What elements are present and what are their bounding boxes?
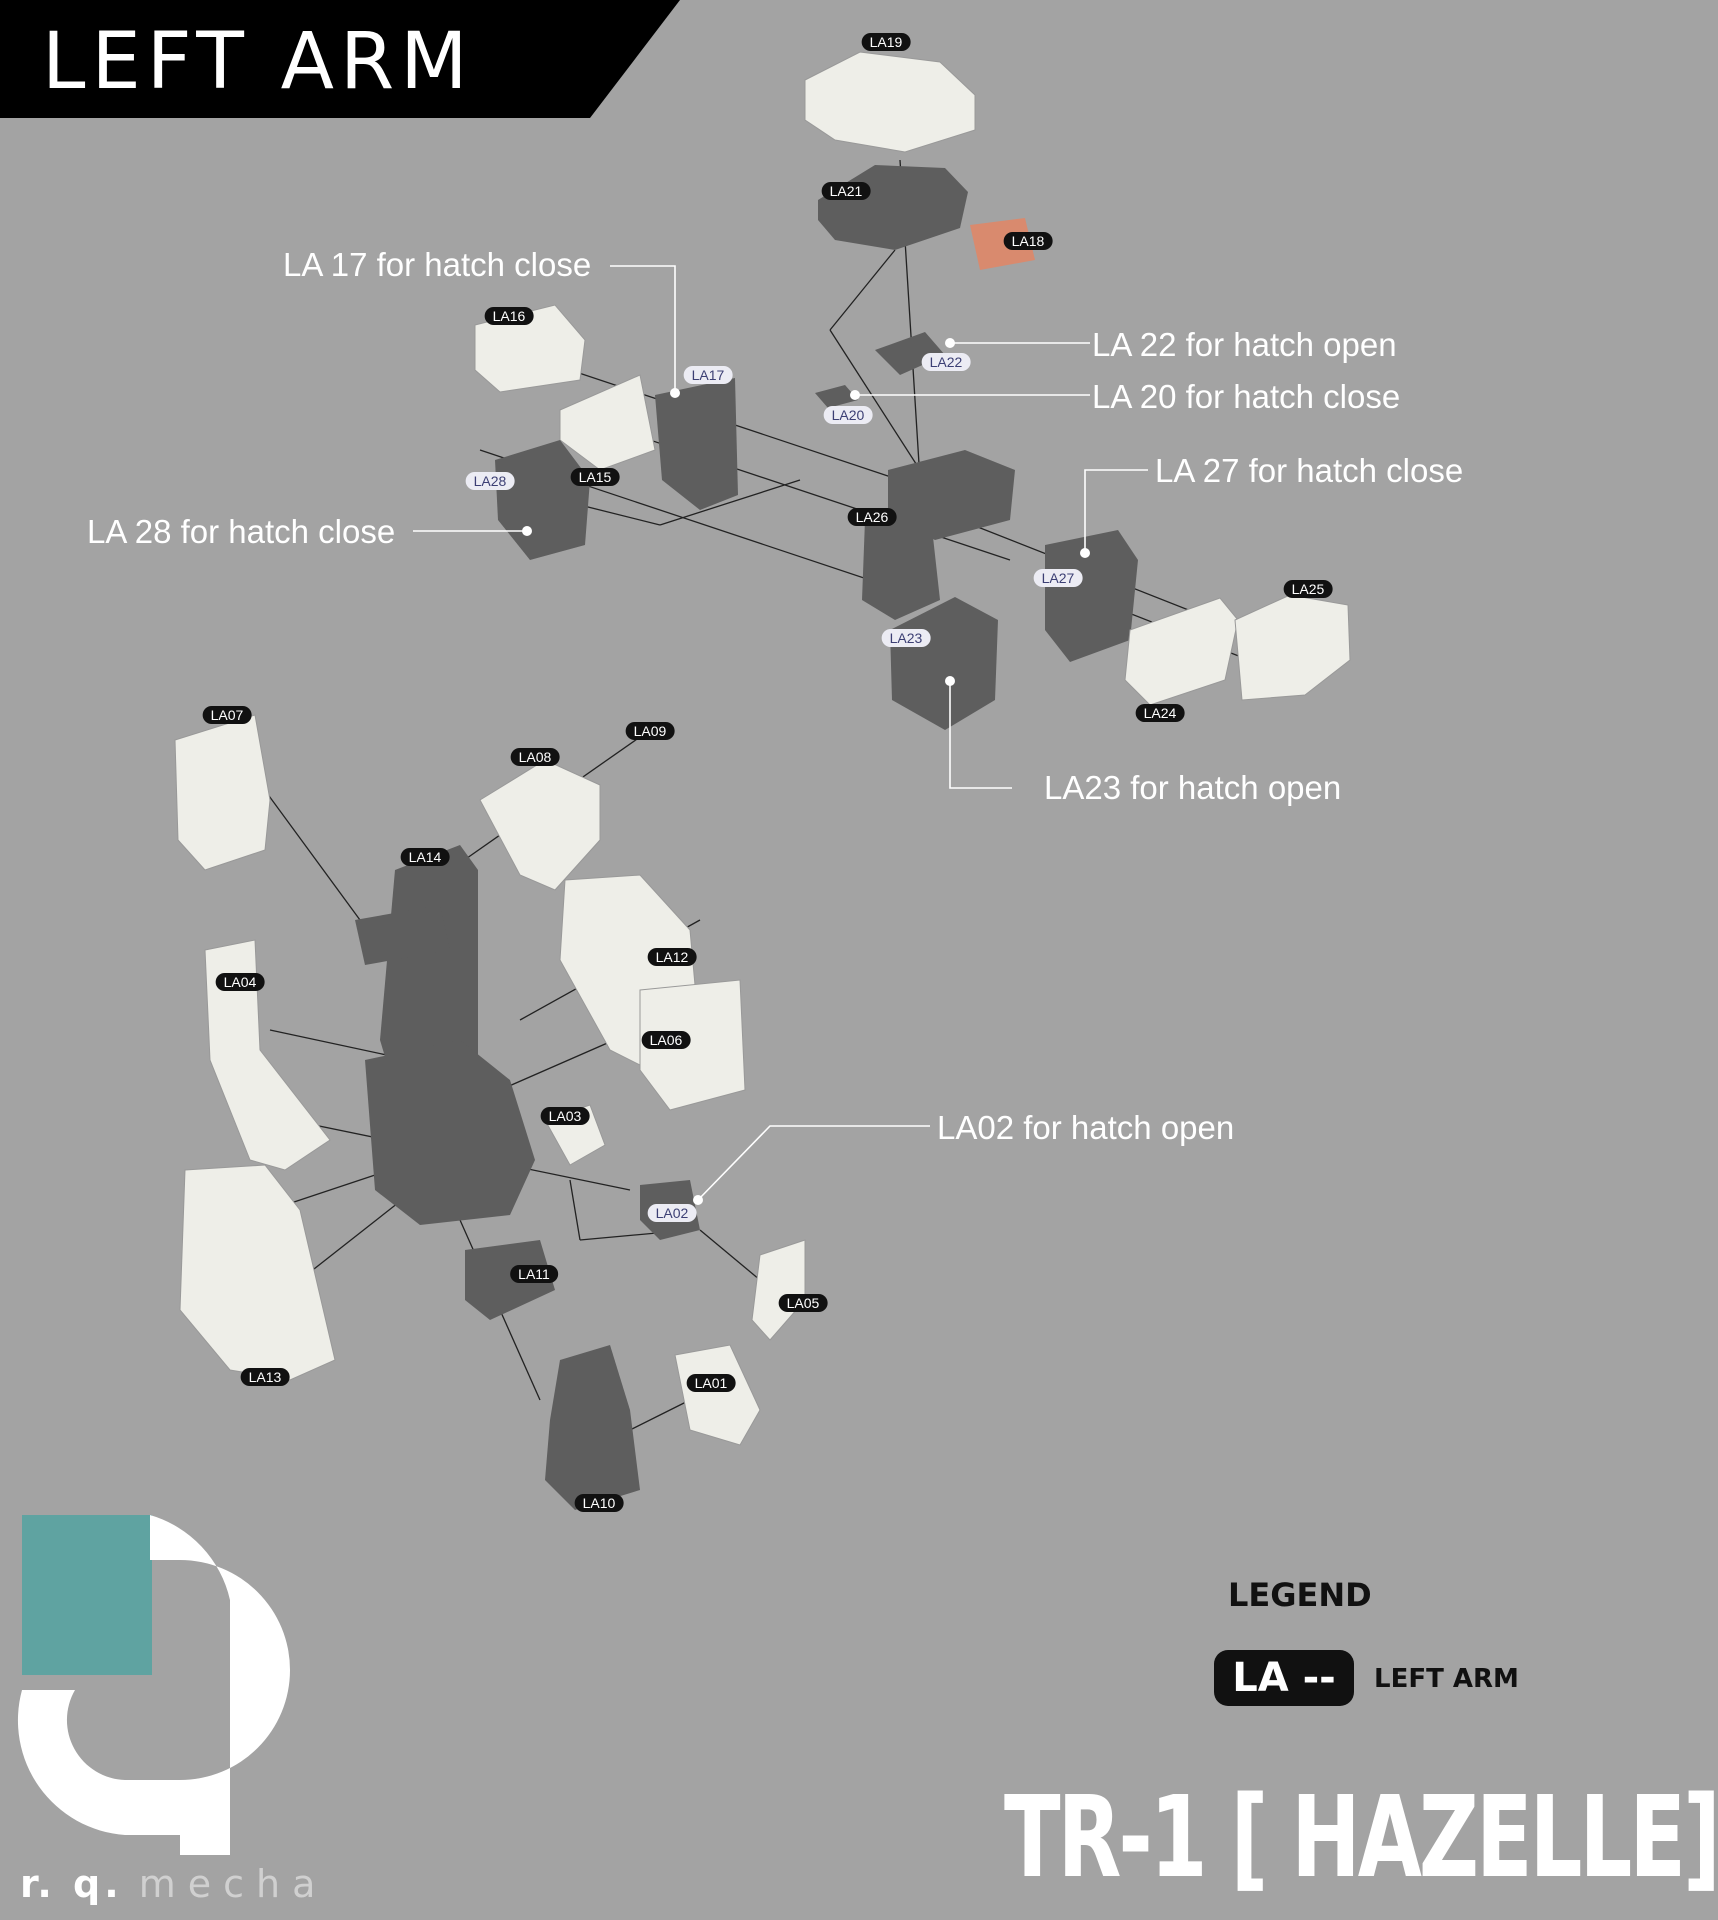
- part-tag: LA08: [510, 748, 560, 766]
- part-tag: LA07: [202, 706, 252, 724]
- note-la28: LA 28 for hatch close: [87, 513, 396, 550]
- note-la23: LA23 for hatch open: [1044, 769, 1342, 806]
- diagram-artwork: [0, 0, 1351, 1855]
- part-tag: LA28: [465, 472, 515, 490]
- part-tag: LA19: [861, 33, 911, 51]
- part-tag: LA17: [683, 366, 733, 384]
- part-tag: LA27: [1033, 569, 1083, 587]
- page-title: LEFT ARM: [42, 17, 474, 107]
- product-name: TR-1 [ HAZELLE]: [1004, 1773, 1718, 1903]
- part-tag: LA13: [240, 1368, 290, 1386]
- legend-title: LEGEND: [1228, 1576, 1372, 1614]
- part-tag: LA01: [686, 1374, 736, 1392]
- note-la02: LA02 for hatch open: [937, 1109, 1235, 1146]
- brand-initials: r. q.: [20, 1862, 123, 1906]
- rq-mecha-logo: [17, 1515, 291, 1855]
- note-la27: LA 27 for hatch close: [1155, 452, 1464, 489]
- part-tag: LA10: [574, 1494, 624, 1512]
- part-tag: LA21: [821, 182, 871, 200]
- legend-meaning: LEFT ARM: [1374, 1664, 1519, 1694]
- part-tag: LA24: [1135, 704, 1185, 722]
- part-tag: LA16: [484, 307, 534, 325]
- title-banner: [0, 0, 680, 118]
- part-tag: LA12: [647, 948, 697, 966]
- part-tag: LA20: [823, 406, 873, 424]
- part-tag: LA03: [540, 1107, 590, 1125]
- part-tag: LA14: [400, 848, 450, 866]
- part-tag: LA05: [778, 1294, 828, 1312]
- legend-code-chip: LA --: [1214, 1650, 1354, 1706]
- part-tag: LA26: [847, 508, 897, 526]
- part-tag: LA22: [921, 353, 971, 371]
- part-tag: LA23: [881, 629, 931, 647]
- note-la17: LA 17 for hatch close: [283, 246, 592, 283]
- note-la20: LA 20 for hatch close: [1092, 378, 1401, 415]
- part-tag: LA09: [625, 722, 675, 740]
- part-shapes-top: [474, 51, 1351, 730]
- brand-name: mecha: [138, 1862, 328, 1906]
- part-tag: LA15: [570, 468, 620, 486]
- brand-wordmark: r. q. mecha: [20, 1862, 327, 1906]
- part-tag: LA11: [510, 1265, 558, 1283]
- part-tag: LA06: [641, 1031, 691, 1049]
- note-la22: LA 22 for hatch open: [1092, 326, 1397, 363]
- part-tag: LA04: [215, 973, 265, 991]
- part-tag: LA02: [647, 1204, 697, 1222]
- part-shapes-arm: [174, 714, 806, 1510]
- part-tag: LA18: [1003, 232, 1053, 250]
- part-tag: LA25: [1283, 580, 1333, 598]
